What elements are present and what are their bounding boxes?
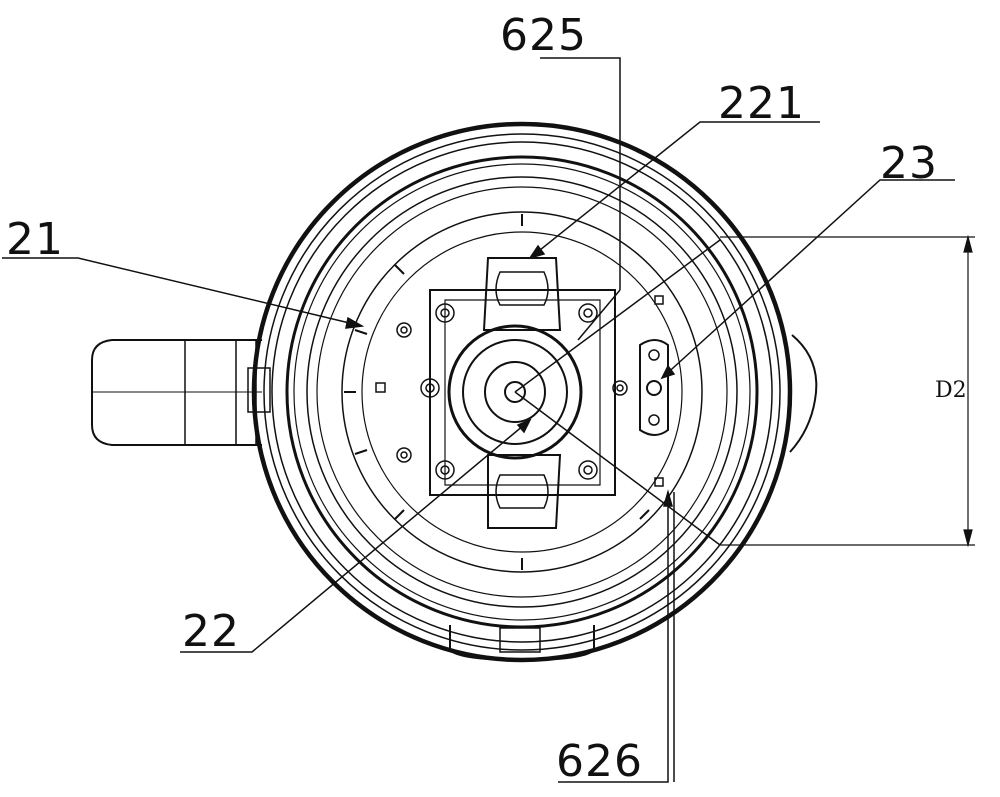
- screws: [396, 303, 628, 480]
- leader-lines: [2, 57, 955, 783]
- connector-23: [639, 339, 669, 436]
- hub-inner: [484, 361, 546, 423]
- body-ring: [285, 155, 759, 629]
- handle-latch: [247, 367, 271, 413]
- leader-221: [529, 121, 820, 259]
- outer-rim: [251, 121, 793, 663]
- rim-ring-3: [271, 141, 773, 643]
- label-23: 23: [880, 138, 938, 189]
- dimension-d2: [720, 234, 975, 548]
- hub-center: [504, 381, 526, 403]
- bottom-clip: [487, 454, 562, 529]
- leader-23: [661, 179, 955, 379]
- hub-ring: [462, 339, 568, 445]
- mount-plate-inner: [444, 299, 601, 486]
- label-626: 626: [556, 736, 643, 787]
- leader-626: [558, 492, 669, 783]
- top-clip-inner: [495, 271, 549, 306]
- top-clip: [482, 257, 562, 331]
- label-22: 22: [182, 606, 240, 657]
- body-ring-inner: [293, 163, 751, 621]
- kettle-outline: [91, 121, 818, 663]
- label-221: 221: [718, 78, 805, 129]
- mount-plate: [429, 289, 616, 496]
- base-ring: [306, 176, 738, 608]
- leader-21: [2, 257, 363, 327]
- ring-ticks: [344, 214, 650, 570]
- label-625: 625: [500, 10, 587, 61]
- bottom-clip-inner: [495, 474, 549, 509]
- label-d2: D2: [935, 378, 967, 403]
- leader-625: [540, 57, 621, 290]
- bottom-latch: [499, 627, 541, 653]
- bottom-tab: [449, 625, 595, 662]
- plate-ring-2: [361, 231, 683, 553]
- base-ring-2: [316, 186, 728, 598]
- leader-22: [180, 419, 531, 653]
- rim-ring-2: [263, 133, 781, 651]
- hub-outer: [447, 324, 583, 460]
- label-21: 21: [6, 214, 64, 265]
- plate-ring: [341, 211, 703, 573]
- spout-bump: [789, 334, 818, 453]
